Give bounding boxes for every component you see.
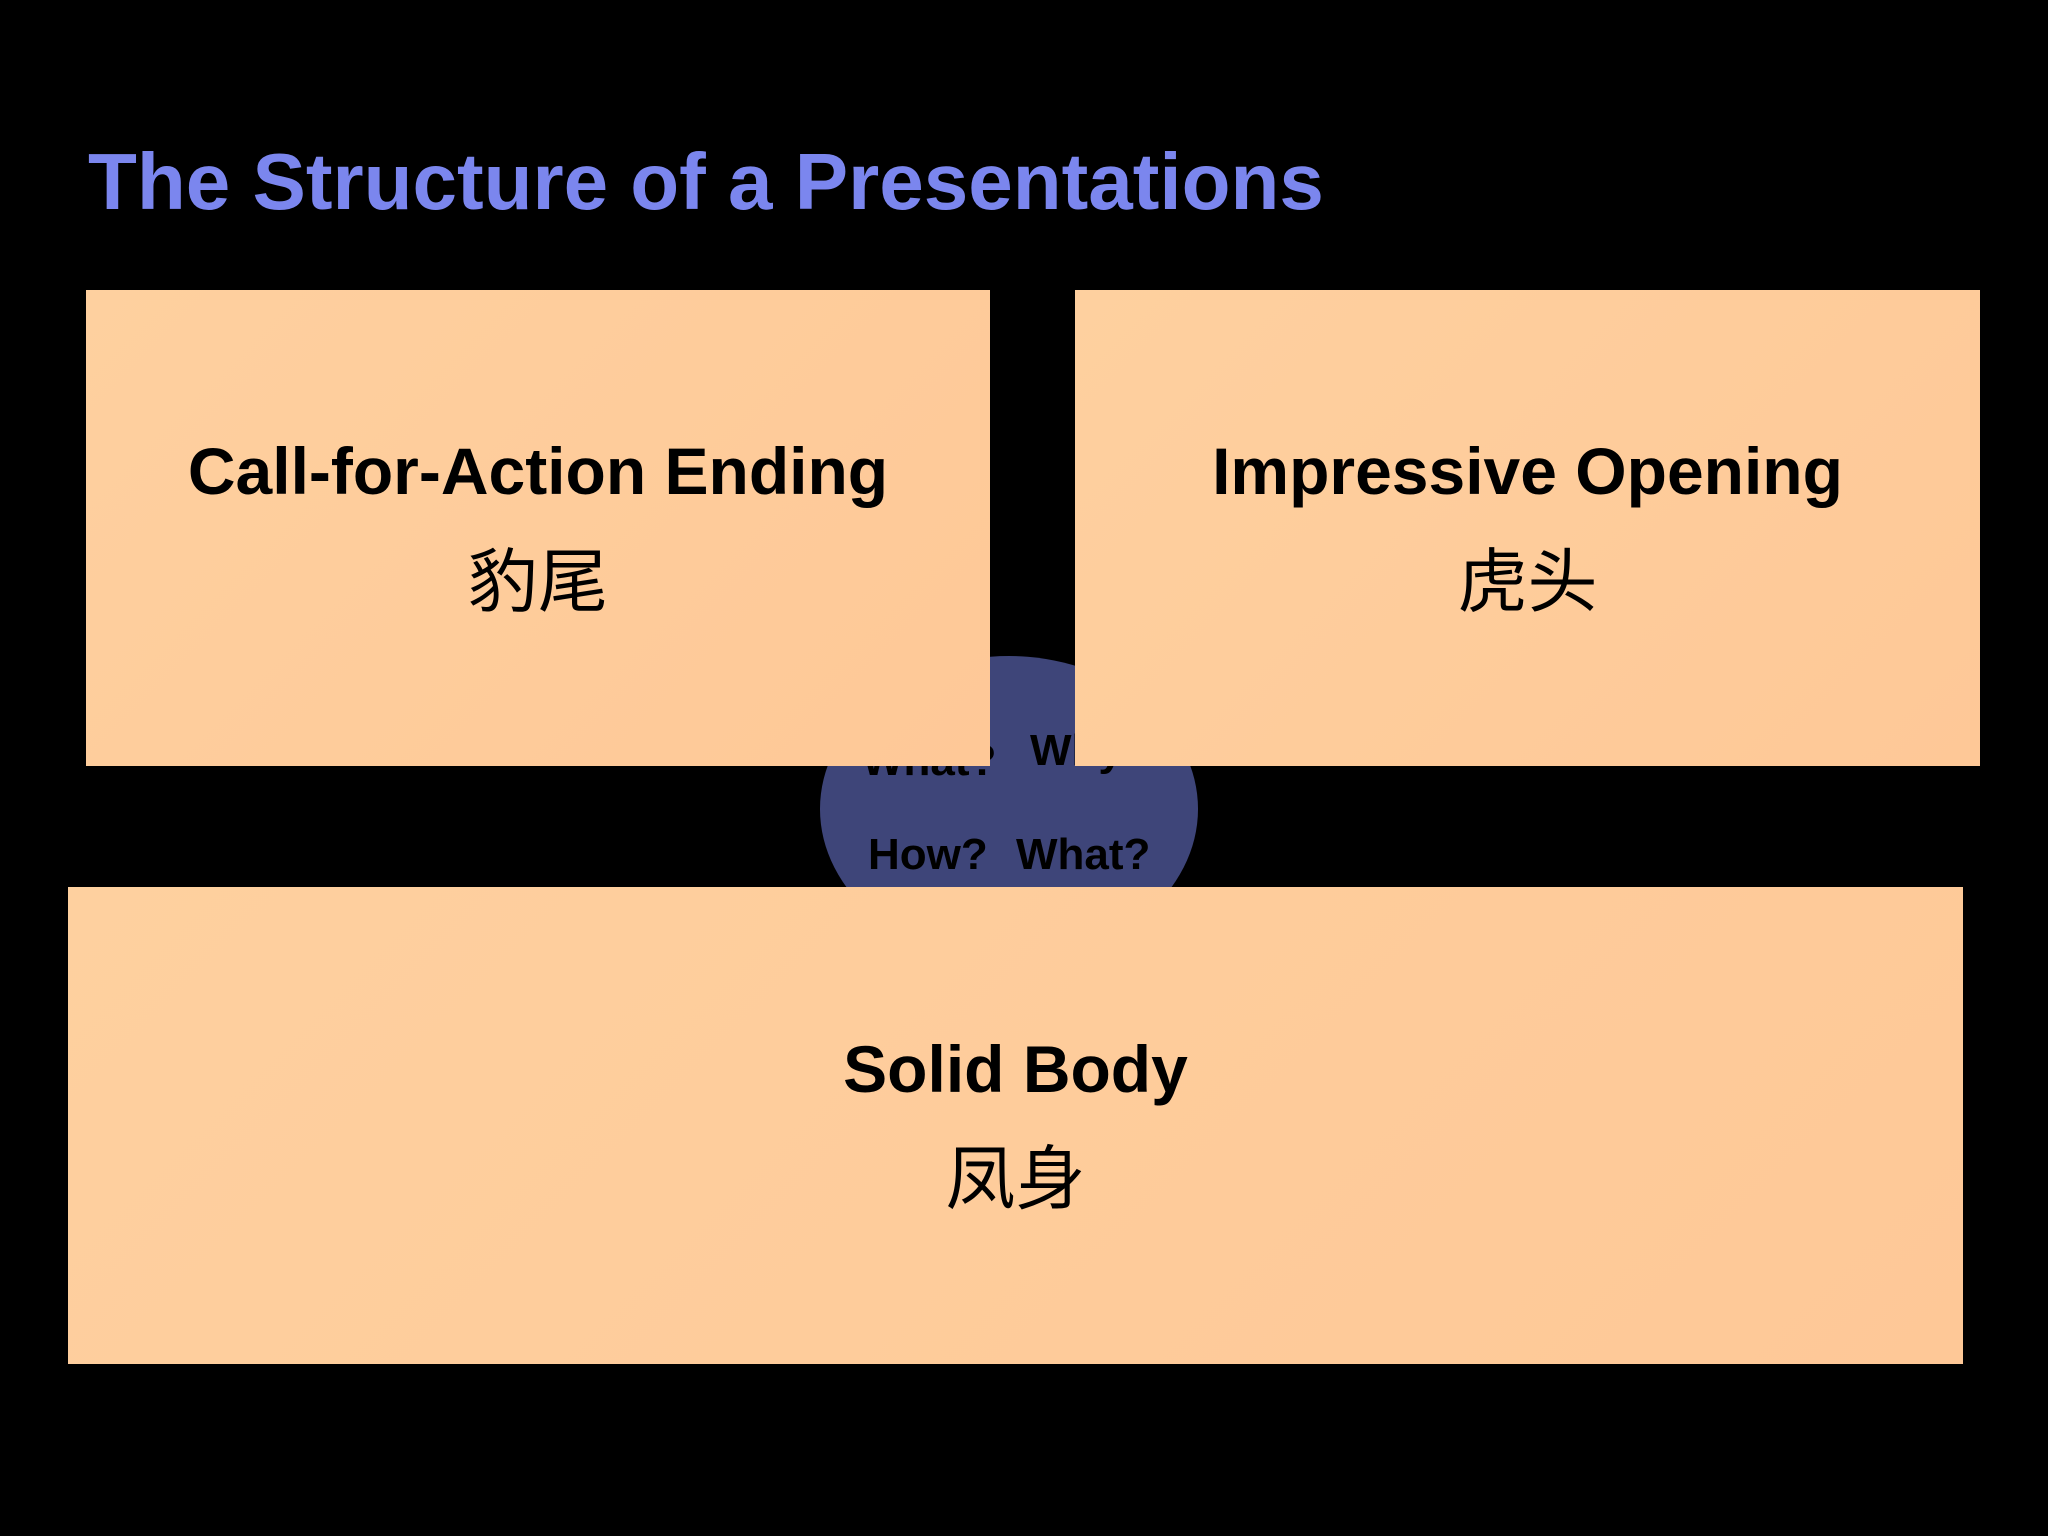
slide-title: The Structure of a Presentations: [88, 137, 1324, 226]
body-label-en: Solid Body: [843, 1031, 1188, 1106]
ending-label-en: Call-for-Action Ending: [187, 434, 889, 509]
ending-label-cn: 豹尾: [468, 540, 608, 623]
opening-label-en: Impressive Opening: [1212, 434, 1843, 509]
opening-box: Impressive Opening 虎头: [1075, 290, 1980, 766]
ending-box: Call-for-Action Ending 豹尾: [86, 290, 990, 766]
question-what-bottom: What?: [1016, 830, 1151, 879]
body-label-cn: 凤身: [945, 1138, 1086, 1221]
body-box: Solid Body 凤身: [68, 887, 1963, 1364]
opening-label-cn: 虎头: [1457, 540, 1598, 623]
question-how: How?: [868, 830, 988, 879]
